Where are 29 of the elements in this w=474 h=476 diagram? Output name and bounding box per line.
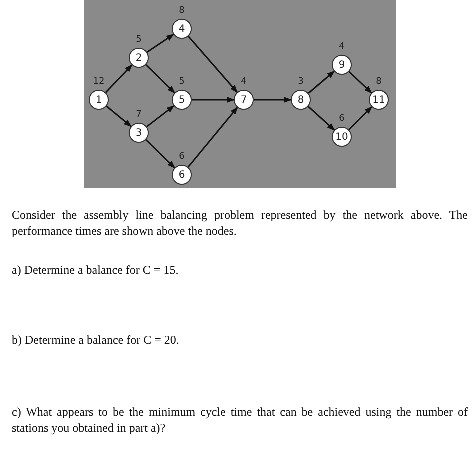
performance-time: 5 <box>135 35 143 45</box>
question-text: b) Determine a balance for C = 20. <box>12 332 180 348</box>
performance-time: 8 <box>178 6 186 16</box>
arrow <box>348 106 373 130</box>
performance-time: 12 <box>92 77 106 87</box>
arrow <box>188 36 238 94</box>
performance-time: 3 <box>297 77 305 87</box>
arrow <box>254 97 292 103</box>
arrow <box>308 106 336 131</box>
problem-statement: Consider the assembly line balancing problem represented by the network above. The performance times are shown above the nodes. <box>12 207 468 239</box>
performance-time: 5 <box>178 77 186 87</box>
arrow <box>146 34 175 54</box>
performance-time: 8 <box>375 77 383 87</box>
arrow <box>192 97 235 103</box>
performance-time: 4 <box>240 77 248 87</box>
arrow <box>106 106 132 128</box>
question-text: c) What appears to be the minimum cycle time that can be achieved using the number of stations you obtained in part a)? <box>12 404 468 436</box>
arrow <box>308 70 336 94</box>
performance-time: 7 <box>135 110 143 120</box>
performance-time: 6 <box>178 152 186 162</box>
performance-time: 4 <box>338 42 346 52</box>
arrow <box>146 139 176 169</box>
arrow <box>146 105 175 128</box>
arrow <box>188 106 238 168</box>
question-text: a) Determine a balance for C = 15. <box>12 262 180 278</box>
arrow <box>348 71 372 94</box>
arrow <box>146 64 176 94</box>
performance-time: 6 <box>338 114 346 124</box>
arrow <box>105 64 133 94</box>
